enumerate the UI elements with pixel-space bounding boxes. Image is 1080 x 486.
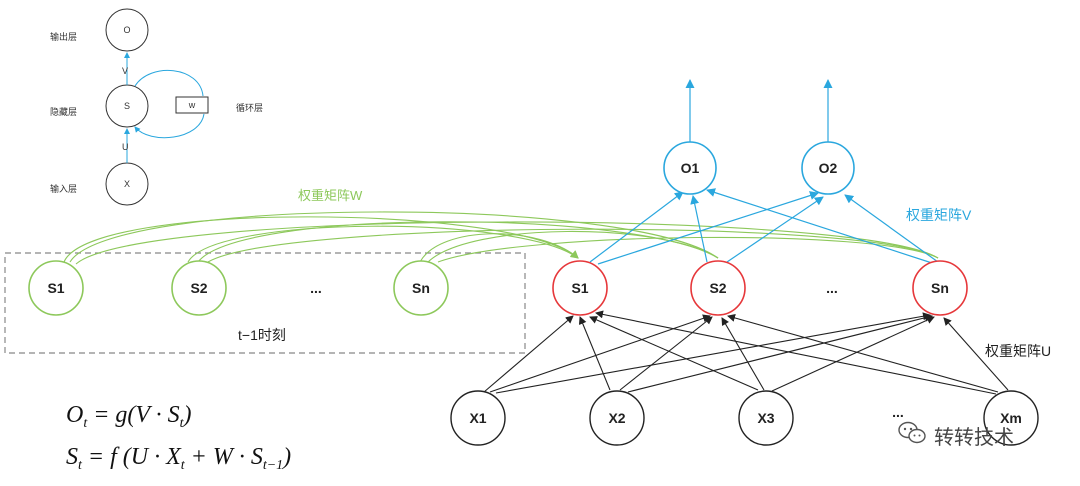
label-weight-v: 权重矩阵V — [906, 207, 972, 223]
input-nodes: X1 X2 X3 ... Xm — [450, 390, 1039, 446]
mini-edge-v-label: V — [122, 66, 128, 76]
mini-node-s-label: S — [124, 101, 130, 111]
input-node-x2-label: X2 — [608, 410, 625, 426]
edge-w-sn-sn — [437, 236, 939, 263]
watermark-text: 转转技术 — [934, 426, 1014, 449]
edge-w-s1-s2 — [69, 211, 719, 263]
output-node-o1-label: O1 — [681, 160, 700, 176]
wechat-icon — [898, 421, 926, 444]
label-prev-time: t−1时刻 — [238, 327, 286, 343]
prev-node-ellipsis: ... — [310, 280, 322, 296]
prev-node-s1 — [28, 260, 84, 316]
input-node-xm — [983, 390, 1039, 446]
mini-edge-u-label: U — [122, 142, 129, 152]
mini-node-o-label: O — [123, 25, 130, 35]
watermark: 转转技术 — [898, 421, 1014, 449]
prev-node-s1-label: S1 — [47, 280, 64, 296]
hidden-node-s1-label: S1 — [571, 280, 588, 296]
hidden-node-s1 — [552, 260, 608, 316]
formulas: Ot= g(V · St) St= f (U · Xt + W · St−1) — [66, 402, 291, 473]
output-node-o1 — [663, 141, 717, 195]
input-node-x1 — [450, 390, 506, 446]
mini-node-o — [105, 8, 149, 52]
prev-node-sn-label: Sn — [412, 280, 430, 296]
mini-loop-from-w — [134, 113, 205, 139]
input-node-x3-label: X3 — [757, 410, 774, 426]
formula-output: Ot= g(V · St) — [66, 402, 192, 431]
input-node-xm-label: Xm — [1000, 410, 1022, 426]
mini-rnn-diagram: O S X V U w 输出层 隐藏层 输入层 循环层 — [50, 8, 263, 206]
edge-w-s2-s1 — [187, 225, 579, 263]
edge-w-sn-s1 — [419, 233, 579, 263]
input-node-ellipsis: ... — [892, 404, 904, 420]
edge-w-s2-sn — [207, 228, 939, 263]
output-node-o2-label: O2 — [819, 160, 838, 176]
hidden-nodes: S1 S2 ... Sn — [552, 260, 968, 316]
label-weight-u: 权重矩阵U — [985, 343, 1051, 359]
edge-w-sn-s2 — [427, 230, 719, 263]
prev-time-box — [4, 252, 526, 354]
edge-w-s1-s1 — [63, 216, 579, 263]
edge-w-s1-sn — [75, 221, 939, 265]
mini-label-recurrent-layer: 循环层 — [236, 102, 263, 113]
mini-node-x-label: X — [124, 179, 130, 189]
input-node-x2 — [589, 390, 645, 446]
input-node-x3 — [738, 390, 794, 446]
prev-node-s2-label: S2 — [190, 280, 207, 296]
formula-hidden: St= f (U · Xt + W · St−1) — [66, 444, 291, 473]
mini-label-hidden-layer: 隐藏层 — [50, 106, 77, 117]
prev-node-s2 — [171, 260, 227, 316]
recurrent-weight-edges — [63, 211, 939, 265]
hidden-node-ellipsis: ... — [826, 280, 838, 296]
label-weight-w: 权重矩阵W — [298, 188, 363, 203]
hidden-node-sn-label: Sn — [931, 280, 949, 296]
hidden-node-sn — [912, 260, 968, 316]
output-nodes: O1 O2 — [663, 141, 855, 195]
input-weight-edges — [483, 310, 1009, 395]
mini-label-output-layer: 输出层 — [50, 31, 77, 42]
mini-box-w-label: w — [188, 100, 196, 110]
prev-node-sn — [393, 260, 449, 316]
prev-time-nodes: S1 S2 ... Sn — [28, 260, 449, 316]
input-node-x1-label: X1 — [469, 410, 486, 426]
hidden-node-s2 — [690, 260, 746, 316]
output-weight-edges — [589, 79, 939, 265]
mini-loop-to-w — [134, 69, 204, 97]
hidden-node-s2-label: S2 — [709, 280, 726, 296]
mini-box-w — [175, 96, 209, 114]
output-node-o2 — [801, 141, 855, 195]
mini-label-input-layer: 输入层 — [50, 183, 77, 194]
